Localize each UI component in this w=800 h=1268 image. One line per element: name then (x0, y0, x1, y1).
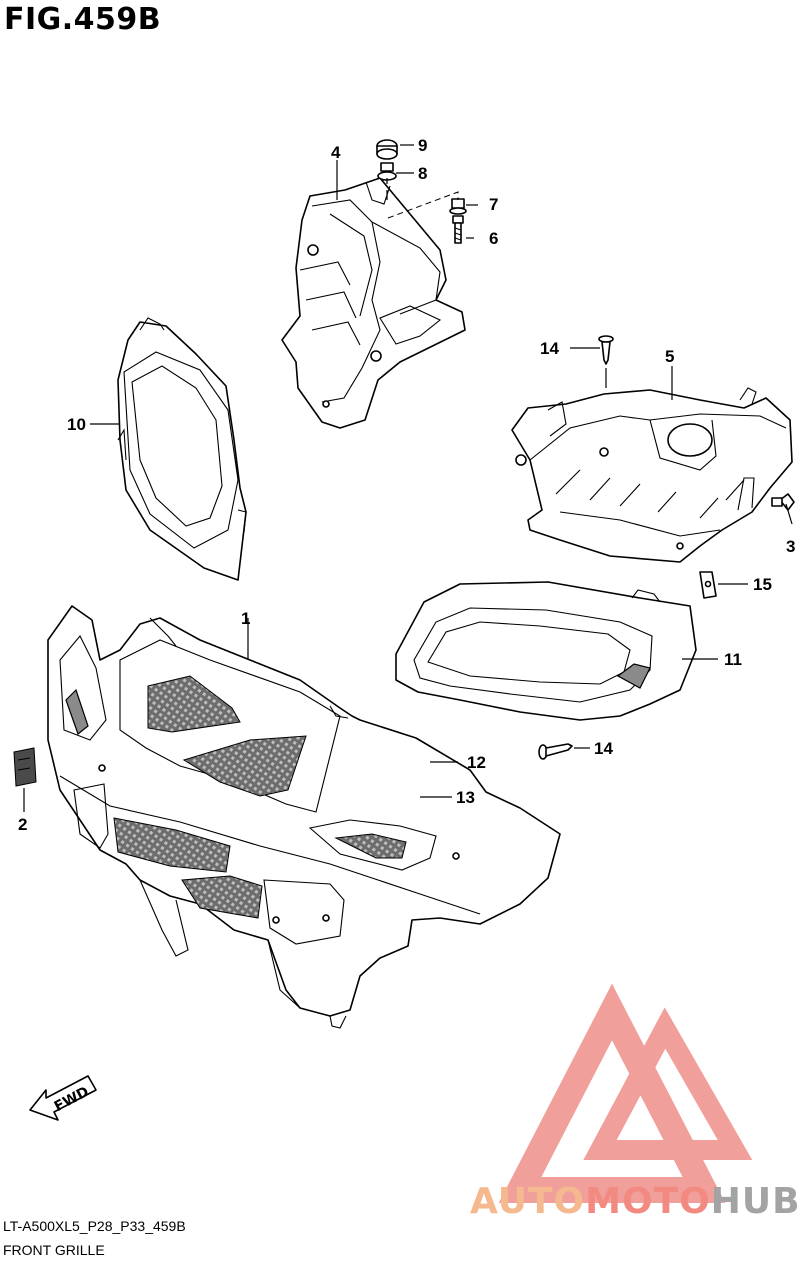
figure-title: FIG.459B (4, 2, 162, 37)
part-10-headlight-surround[interactable] (117, 317, 247, 581)
callout-12: 12 (467, 753, 486, 772)
part-5-lower-tray[interactable] (511, 387, 793, 563)
callout-14-upper: 14 (540, 339, 559, 358)
watermark-text: AUTOMOTOHUB (470, 1181, 800, 1222)
part-2-emblem[interactable] (13, 747, 37, 787)
figure-name: FRONT GRILLE (3, 1242, 105, 1258)
part-8-nut[interactable] (377, 162, 397, 181)
part-7-nut[interactable] (449, 198, 467, 215)
callout-8: 8 (418, 164, 427, 183)
part-1-front-grille[interactable] (47, 605, 561, 1029)
leader-lines (23, 144, 793, 812)
callout-9: 9 (418, 136, 427, 155)
callout-3: 3 (786, 537, 795, 556)
callout-2: 2 (18, 815, 27, 834)
callout-6: 6 (489, 229, 498, 248)
part-14-screw-lower[interactable] (538, 743, 573, 760)
callout-1: 1 (241, 609, 250, 628)
callout-5: 5 (665, 347, 674, 366)
figure-code: LT-A500XL5_P28_P33_459B (3, 1218, 186, 1234)
part-9-grommet[interactable] (376, 139, 398, 160)
part-11-grille-ring[interactable] (395, 581, 697, 721)
part-4-bracket[interactable] (281, 177, 466, 429)
watermark-logo (498, 983, 753, 1203)
callout-7: 7 (489, 195, 498, 214)
assembly-dash-line (387, 191, 459, 219)
callout-labels: 1 2 3 4 5 6 7 8 9 10 11 12 13 14 14 15 (18, 136, 795, 834)
callout-4: 4 (331, 143, 341, 162)
callout-11: 11 (724, 650, 742, 669)
part-3-clip[interactable] (771, 493, 795, 511)
watermark-auto: AUTO (470, 1181, 586, 1222)
part-14-screw-upper[interactable] (598, 335, 614, 365)
callout-13: 13 (456, 788, 475, 807)
part-15-clip-nut[interactable] (699, 571, 717, 599)
callout-14-lower: 14 (594, 739, 613, 758)
callout-15: 15 (753, 575, 772, 594)
watermark-moto: MOTO (585, 1181, 711, 1222)
watermark-hub: HUB (710, 1181, 800, 1222)
fwd-arrow-icon: FWD (29, 1075, 97, 1121)
callout-10: 10 (67, 415, 86, 434)
part-6-bolt[interactable] (452, 215, 464, 244)
